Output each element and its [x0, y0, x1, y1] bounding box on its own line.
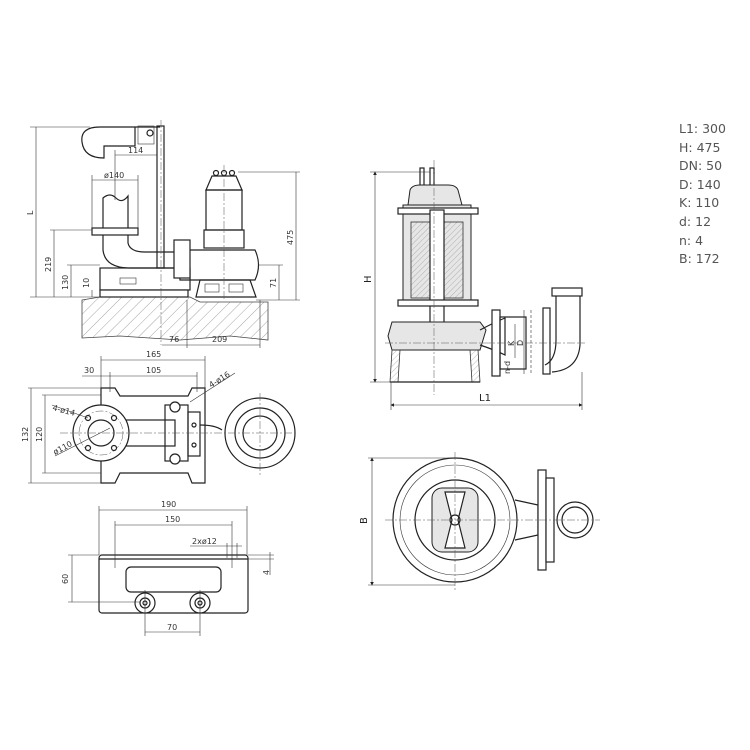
dim-110: ø110	[52, 439, 74, 456]
dim-71: 71	[269, 278, 278, 288]
dim-120: 120	[35, 427, 44, 442]
dim-B: B	[359, 517, 370, 524]
dim-76: 76	[169, 335, 179, 344]
bracket-plate	[98, 554, 249, 614]
dim-D: D	[516, 340, 525, 346]
guide-rail	[156, 125, 165, 269]
bottom-view: B	[359, 452, 600, 590]
plan-dimensions	[28, 356, 236, 484]
duckfoot-elbow-section	[544, 294, 581, 373]
bracket-slot	[125, 566, 222, 593]
dim-114: 114	[128, 146, 143, 155]
section-dimensions	[370, 171, 583, 410]
bracket-bolt	[146, 129, 154, 137]
spec-B: B: 172	[679, 251, 720, 267]
base-slot	[119, 277, 137, 285]
base-plate-outline	[100, 387, 206, 484]
volute-section	[387, 321, 487, 351]
bracket-dimensions	[68, 506, 274, 636]
pipe-flange	[91, 227, 139, 236]
dim-K: K	[507, 340, 516, 346]
spec-H: H: 475	[679, 139, 721, 155]
spec-L1: L1: 300	[679, 121, 726, 136]
side-installation-view: L 114 ø140 219 130 10 475 71 76 209	[26, 120, 300, 348]
dim-60: 60	[61, 574, 70, 584]
dim-H: H	[363, 275, 374, 283]
riser-pipe	[102, 194, 129, 230]
base-plate	[99, 289, 189, 298]
section-view: H K D n-d L1	[363, 160, 585, 410]
spec-list: L1: 300 H: 475 DN: 50 D: 140 K: 110 d: 1…	[679, 120, 726, 269]
spec-d: d: 12	[679, 213, 712, 229]
dim-2-holes-12: 2xø12	[192, 537, 217, 546]
dim-105: 105	[146, 366, 161, 375]
side-dimensions	[30, 126, 300, 348]
dim-130: 130	[61, 275, 70, 290]
dim-475: 475	[286, 230, 295, 245]
motor-cover	[407, 184, 463, 206]
dim-70: 70	[167, 623, 177, 632]
dim-190: 190	[161, 500, 176, 509]
dim-140: ø140	[104, 171, 124, 180]
foundation-hatch	[81, 296, 269, 341]
dim-209: 209	[212, 335, 227, 344]
coupling-flange	[542, 307, 551, 375]
cable-gland	[419, 167, 425, 187]
pump-stand	[389, 349, 481, 383]
dim-30: 30	[84, 366, 94, 375]
dim-L: L	[26, 210, 35, 215]
inlet-flange	[72, 404, 130, 462]
discharge-outlet	[81, 126, 160, 159]
dim-4-holes-16: 4-ø16	[207, 370, 231, 390]
pump-body	[173, 169, 260, 298]
dim-L1: L1	[479, 393, 491, 404]
spec-DN: DN: 50	[679, 158, 723, 174]
dim-165: 165	[146, 350, 161, 359]
bracket-view: 190 150 2xø12 60 4 70	[61, 500, 274, 636]
dim-10: 10	[82, 278, 91, 288]
dim-132: 132	[21, 427, 30, 442]
dim-4-holes-14: 4-ø14	[51, 403, 76, 418]
dim-n-d: n-d	[503, 361, 512, 374]
rail-bracket	[137, 125, 155, 145]
discharge-neck	[479, 317, 506, 356]
spec-n: n: 4	[679, 232, 704, 248]
dim-219: 219	[44, 257, 53, 272]
dim-150: 150	[165, 515, 180, 524]
spec-D: D: 140	[679, 176, 721, 192]
dim-4: 4	[262, 570, 271, 575]
plan-view: 165 30 105 4-ø16 4-ø14 ø110 132 120	[21, 350, 296, 484]
shaft	[429, 209, 445, 336]
spec-K: K: 110	[679, 195, 720, 211]
